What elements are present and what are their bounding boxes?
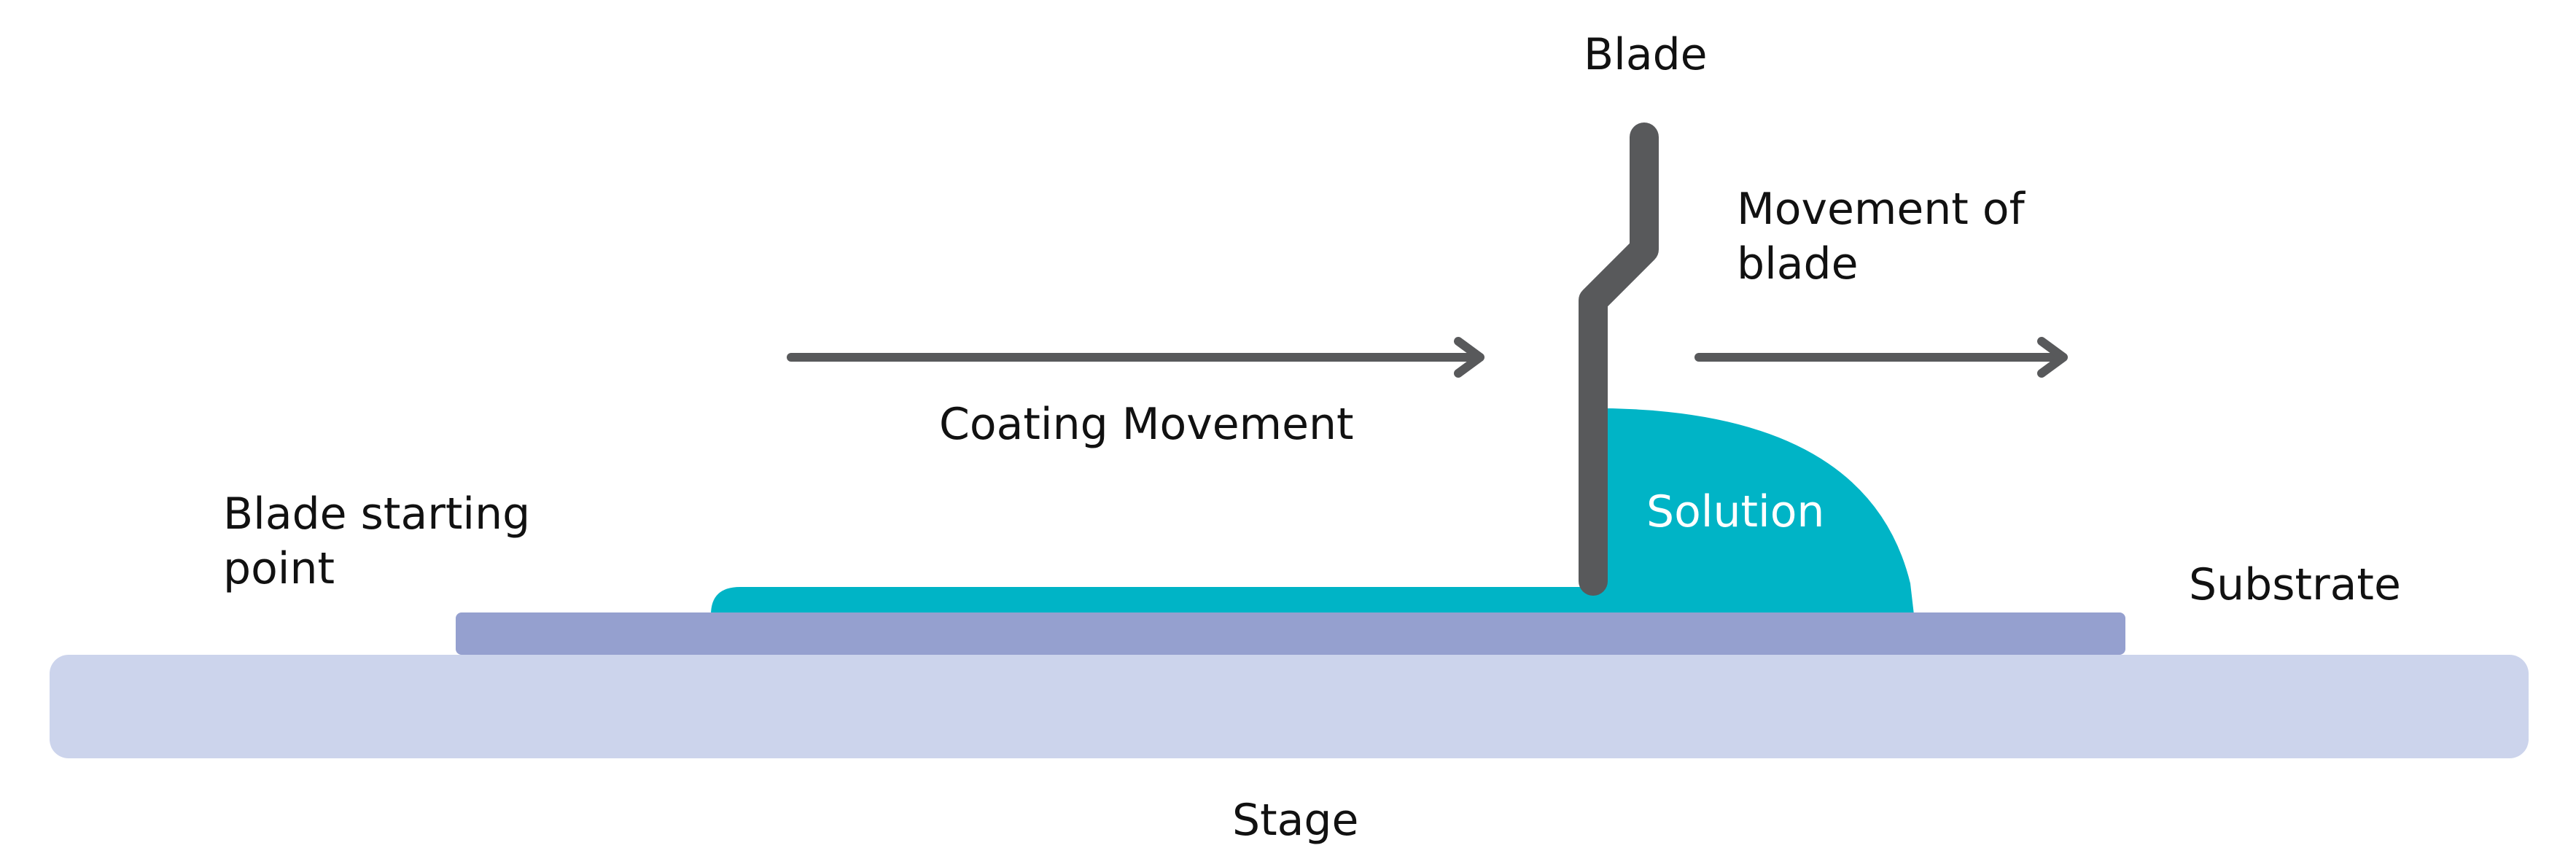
solution-bead bbox=[1582, 408, 1914, 615]
movement-of-blade-label-line2: blade bbox=[1737, 238, 1859, 289]
blade-movement-arrow bbox=[1694, 337, 2068, 378]
stage-platform bbox=[50, 655, 2529, 758]
coating-movement-arrow bbox=[787, 337, 1484, 378]
substrate-plate bbox=[456, 612, 2125, 655]
solution-film bbox=[711, 587, 1589, 615]
blade-starting-point-label-line2: point bbox=[223, 543, 335, 594]
blade-label: Blade bbox=[1584, 29, 1708, 80]
movement-of-blade-label-line1: Movement of bbox=[1737, 184, 2026, 235]
substrate-label: Substrate bbox=[2189, 559, 2401, 610]
stage-label: Stage bbox=[1232, 795, 1358, 846]
blade-shape bbox=[1579, 122, 1659, 596]
coating-movement-label: Coating Movement bbox=[939, 399, 1354, 450]
blade-starting-point-label-line1: Blade starting bbox=[223, 489, 530, 540]
solution-label: Solution bbox=[1646, 486, 1824, 537]
